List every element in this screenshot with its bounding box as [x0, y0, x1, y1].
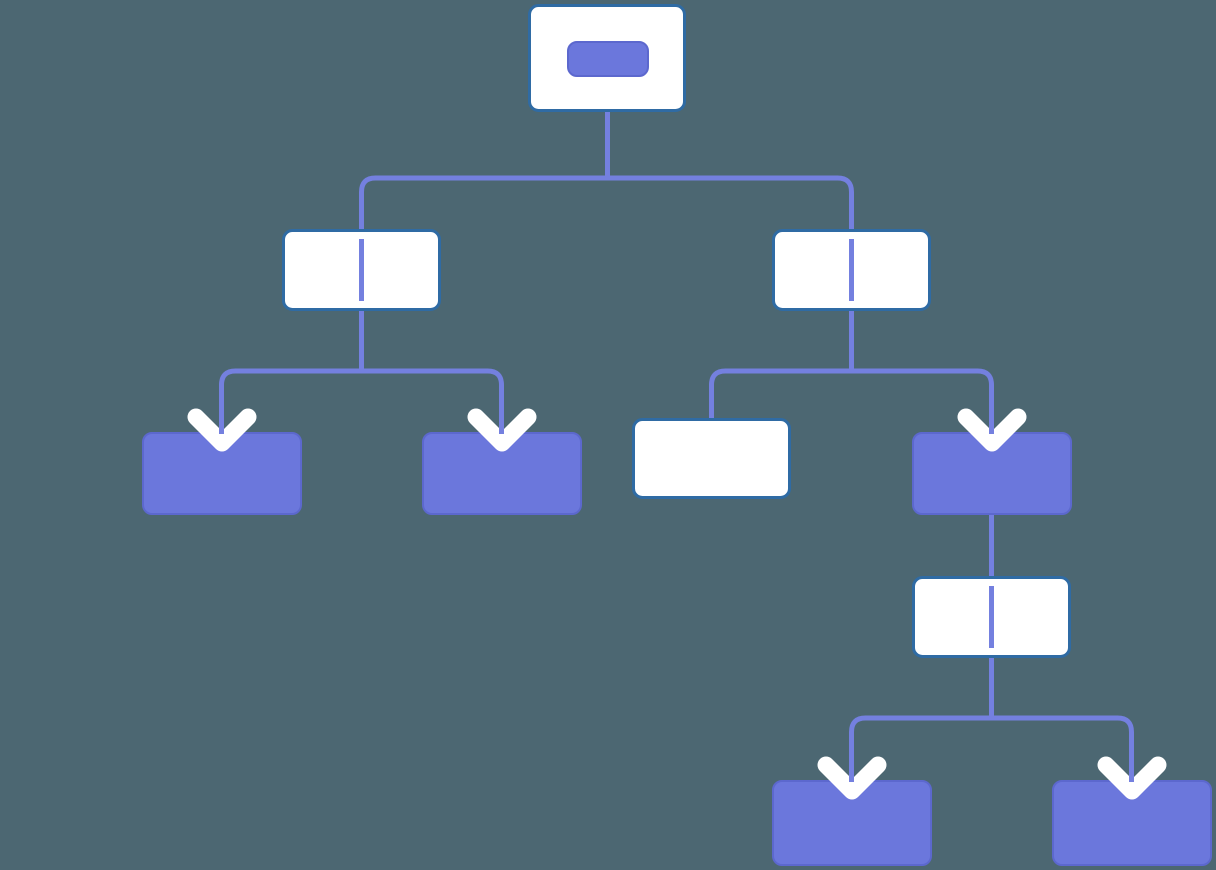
redaction-pill	[567, 41, 649, 77]
edge-n2-n5	[709, 368, 852, 418]
chevron-down-icon-3	[957, 408, 1027, 452]
edge-n1-n3	[219, 368, 362, 432]
node-blank-card-plain-body[interactable]	[632, 418, 791, 499]
node-root-card[interactable]	[528, 4, 686, 112]
node-blank-card-right[interactable]	[772, 229, 931, 311]
edge-n2-n6	[851, 368, 994, 432]
node-blank-card-plain[interactable]	[632, 418, 791, 499]
edge-n7-n8	[849, 715, 992, 780]
edge-n0-n2	[607, 175, 854, 229]
chevron-down-icon-5	[1097, 756, 1167, 800]
arrow-shaft-layer	[219, 400, 1134, 782]
node-blank-card-lower[interactable]	[912, 576, 1071, 658]
arrowhead-layer	[187, 408, 1167, 800]
chevron-down-icon-1	[187, 408, 257, 452]
edge-n7-n9	[991, 715, 1134, 780]
node-layer	[142, 4, 1212, 866]
chevron-down-icon-2	[467, 408, 537, 452]
node-blank-card-left[interactable]	[282, 229, 441, 311]
edge-n1-n4	[361, 368, 504, 432]
chevron-down-icon-4	[817, 756, 887, 800]
edge-n0-n1	[359, 175, 608, 229]
